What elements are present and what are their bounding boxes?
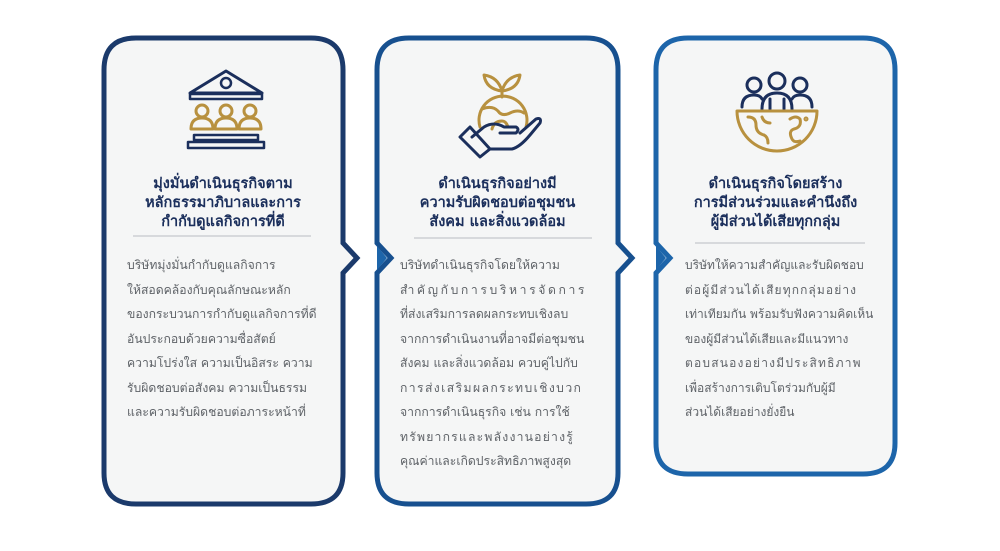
card-title: ดำเนินธุรกิจอย่างมี ความรับผิดชอบต่อชุมช… xyxy=(374,175,621,232)
desc-line: สำคัญกับการบริหารจัดการ xyxy=(400,282,588,297)
desc-line: ที่ส่งเสริมการลดผลกระทบเชิงลบ xyxy=(400,307,569,321)
desc-line: เท่าเทียมกัน พร้อมรับฟังความคิดเห็น xyxy=(685,307,874,321)
desc-line: บริษัทให้ความสำคัญและรับผิดชอบ xyxy=(685,258,864,272)
desc-line: การส่งเสริมผลกระทบเชิงบวก xyxy=(400,380,583,395)
divider xyxy=(414,237,592,239)
card-description: บริษัทให้ความสำคัญและรับผิดชอบ ต่อผู้มีส… xyxy=(685,253,873,425)
desc-line: จากการดำเนินงานที่อาจมีต่อชุมชน xyxy=(400,331,585,346)
desc-line: ทรัพยากรและพลังงานอย่างรู้ xyxy=(400,429,574,444)
desc-line: รับผิดชอบต่อสังคม ความเป็นธรรม xyxy=(127,380,308,395)
title-line: ดำเนินธุรกิจอย่างมี xyxy=(438,176,557,192)
desc-line: บริษัทมุ่งมั่นกำกับดูแลกิจการ xyxy=(127,258,276,272)
card-description: บริษัทมุ่งมั่นกำกับดูแลกิจการ ให้สอดคล้อ… xyxy=(127,253,317,425)
card-title: ดำเนินธุรกิจโดยสร้าง การมีส่วนร่วมและคำน… xyxy=(653,175,898,232)
card-description: บริษัทดำเนินธุรกิจโดยให้ความ สำคัญกับการ… xyxy=(400,253,587,474)
desc-line: คุณค่าและเกิดประสิทธิภาพสูงสุด xyxy=(400,454,572,468)
title-line: มุ่งมั่นดำเนินธุรกิจตาม xyxy=(153,176,293,192)
desc-line: ของผู้มีส่วนได้เสียและมีแนวทาง xyxy=(685,331,849,346)
divider xyxy=(695,242,865,244)
card-governance: มุ่งมั่นดำเนินธุรกิจตาม หลักธรรมาภิบาลแล… xyxy=(101,35,361,507)
desc-line: อันประกอบด้วยความซื่อสัตย์ xyxy=(127,331,276,346)
card-social-responsibility: ดำเนินธุรกิจอย่างมี ความรับผิดชอบต่อชุมช… xyxy=(374,35,636,507)
desc-line: ของกระบวนการกำกับดูแลกิจการที่ดี xyxy=(127,307,317,321)
hand-holding-globe-sprout-icon xyxy=(454,69,550,163)
desc-line: ส่วนได้เสียอย่างยั่งยืน xyxy=(685,405,795,419)
desc-line: เพื่อสร้างการเติบโตร่วมกับผู้มี xyxy=(685,380,836,395)
title-line: ดำเนินธุรกิจโดยสร้าง xyxy=(708,176,843,192)
card-stakeholders: ดำเนินธุรกิจโดยสร้าง การมีส่วนร่วมและคำน… xyxy=(653,35,901,477)
title-line: การมีส่วนร่วมและคำนึงถึง xyxy=(693,195,858,211)
desc-line: ตอบสนองอย่างมีประสิทธิภาพ xyxy=(685,356,862,370)
divider xyxy=(133,235,311,237)
card-frame xyxy=(101,35,361,507)
title-line: หลักธรรมาภิบาลและการ xyxy=(145,195,301,211)
card-title: มุ่งมั่นดำเนินธุรกิจตาม หลักธรรมาภิบาลแล… xyxy=(101,175,345,232)
governance-building-people-icon xyxy=(184,65,268,155)
desc-line: ความโปร่งใส ความเป็นอิสระ ความ xyxy=(127,356,313,370)
title-line: กำกับดูแลกิจการที่ดี xyxy=(161,214,285,230)
desc-line: และความรับผิดชอบต่อภาระหน้าที่ xyxy=(127,405,306,419)
title-line: สังคม และสิ่งแวดล้อม xyxy=(429,214,566,230)
title-line: ความรับผิดชอบต่อชุมชน xyxy=(419,195,576,211)
desc-line: จากการดำเนินธุรกิจ เช่น การใช้ xyxy=(400,405,570,419)
card-frame xyxy=(374,35,636,507)
desc-line: ต่อผู้มีส่วนได้เสียทุกกลุ่มอย่าง xyxy=(685,282,858,297)
desc-line: บริษัทดำเนินธุรกิจโดยให้ความ xyxy=(400,258,560,272)
card-frame xyxy=(653,35,898,477)
stakeholders-globe-icon xyxy=(734,71,820,159)
desc-line: ให้สอดคล้องกับคุณลักษณะหลัก xyxy=(127,282,291,297)
title-line: ผู้มีส่วนได้เสียทุกกลุ่ม xyxy=(710,214,841,230)
desc-line: สังคม และสิ่งแวดล้อม ควบคู่ไปกับ xyxy=(400,356,578,370)
